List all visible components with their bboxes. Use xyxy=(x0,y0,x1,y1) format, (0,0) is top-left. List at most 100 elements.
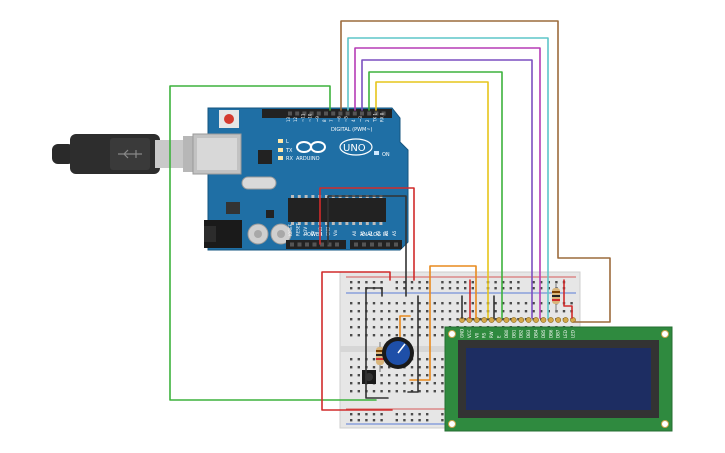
header-pin[interactable] xyxy=(370,242,374,247)
bb-hole[interactable] xyxy=(517,287,520,290)
wire-red-5v[interactable] xyxy=(319,187,415,281)
bb-hole[interactable] xyxy=(456,281,459,284)
bb-hole[interactable] xyxy=(464,302,467,305)
wire-black-rail-left[interactable] xyxy=(365,287,389,399)
bb-hole[interactable] xyxy=(410,382,414,385)
bb-hole[interactable] xyxy=(471,287,474,290)
bb-hole[interactable] xyxy=(395,374,398,377)
bb-hole[interactable] xyxy=(441,390,444,393)
bb-hole[interactable] xyxy=(448,318,452,321)
bb-hole[interactable] xyxy=(403,281,406,284)
bb-hole[interactable] xyxy=(403,413,406,416)
bb-hole[interactable] xyxy=(350,374,353,377)
bb-hole[interactable] xyxy=(357,390,360,393)
bb-hole[interactable] xyxy=(388,374,391,377)
header-pin[interactable] xyxy=(378,242,382,247)
bb-hole[interactable] xyxy=(395,318,398,321)
bb-hole[interactable] xyxy=(357,302,360,305)
header-pin[interactable] xyxy=(288,111,292,116)
header-pin[interactable] xyxy=(290,242,294,247)
bb-hole[interactable] xyxy=(410,326,414,329)
wire-green-button[interactable] xyxy=(169,85,377,401)
bb-hole[interactable] xyxy=(350,358,353,361)
bb-hole[interactable] xyxy=(456,318,459,321)
bb-hole[interactable] xyxy=(426,302,429,305)
bb-hole[interactable] xyxy=(395,281,398,284)
resistor-backlight[interactable] xyxy=(376,342,384,372)
header-pin[interactable] xyxy=(324,111,328,116)
bb-hole[interactable] xyxy=(441,326,444,329)
bb-hole[interactable] xyxy=(532,302,535,305)
bb-hole[interactable] xyxy=(524,310,528,313)
bb-hole[interactable] xyxy=(540,281,543,284)
bb-hole[interactable] xyxy=(350,302,353,305)
bb-hole[interactable] xyxy=(380,318,383,321)
bb-hole[interactable] xyxy=(380,366,383,369)
header-pin[interactable] xyxy=(297,242,302,247)
bb-hole[interactable] xyxy=(433,366,436,369)
lcd-pin[interactable] xyxy=(525,317,532,323)
bb-hole[interactable] xyxy=(357,281,360,284)
bb-hole[interactable] xyxy=(540,310,543,313)
bb-hole[interactable] xyxy=(372,302,376,305)
header-pin[interactable] xyxy=(309,111,314,116)
bb-hole[interactable] xyxy=(388,390,391,393)
header-pin[interactable] xyxy=(354,242,358,247)
bb-hole[interactable] xyxy=(403,382,406,385)
wire-yellow-rs[interactable] xyxy=(375,81,489,319)
bb-hole[interactable] xyxy=(433,334,436,337)
bb-hole[interactable] xyxy=(426,358,429,361)
bb-hole[interactable] xyxy=(350,390,353,393)
bb-hole[interactable] xyxy=(494,310,497,313)
bb-hole[interactable] xyxy=(426,374,429,377)
digital-header-holes[interactable] xyxy=(288,111,386,116)
bb-hole[interactable] xyxy=(426,281,429,284)
reset-button[interactable] xyxy=(224,114,234,124)
bb-hole[interactable] xyxy=(540,287,543,290)
bb-hole[interactable] xyxy=(380,326,383,329)
header-pin[interactable] xyxy=(320,242,324,247)
bb-hole[interactable] xyxy=(433,326,436,329)
bb-hole[interactable] xyxy=(410,374,414,377)
bb-hole[interactable] xyxy=(410,413,414,416)
bb-hole[interactable] xyxy=(372,419,376,422)
wire-red-rail-left[interactable] xyxy=(321,271,393,411)
bb-hole[interactable] xyxy=(509,302,512,305)
bb-hole[interactable] xyxy=(372,310,376,313)
bb-hole[interactable] xyxy=(426,326,429,329)
bb-hole[interactable] xyxy=(448,302,452,305)
bb-hole[interactable] xyxy=(395,382,398,385)
header-pin[interactable] xyxy=(360,111,364,116)
bb-hole[interactable] xyxy=(464,281,467,284)
bb-hole[interactable] xyxy=(388,366,391,369)
bb-hole[interactable] xyxy=(509,310,512,313)
bb-hole[interactable] xyxy=(441,318,444,321)
bb-hole[interactable] xyxy=(365,419,368,422)
bb-hole[interactable] xyxy=(380,419,383,422)
bb-hole[interactable] xyxy=(395,287,398,290)
bb-hole[interactable] xyxy=(448,281,452,284)
bb-hole[interactable] xyxy=(418,326,421,329)
lcd-pin[interactable] xyxy=(540,317,547,323)
bb-hole[interactable] xyxy=(357,366,360,369)
bb-hole[interactable] xyxy=(403,419,406,422)
bb-hole[interactable] xyxy=(357,326,360,329)
header-pin[interactable] xyxy=(335,242,339,247)
header-pin[interactable] xyxy=(381,111,386,116)
wire-black-gnd[interactable] xyxy=(327,195,407,297)
bb-hole[interactable] xyxy=(433,318,436,321)
bb-hole[interactable] xyxy=(372,334,376,337)
bb-hole[interactable] xyxy=(395,310,398,313)
resistor-contrast[interactable] xyxy=(552,284,560,312)
bb-hole[interactable] xyxy=(350,334,353,337)
header-pin[interactable] xyxy=(295,111,300,116)
bb-hole[interactable] xyxy=(410,281,414,284)
bb-hole[interactable] xyxy=(433,374,436,377)
wire-green-e[interactable] xyxy=(368,71,503,319)
bb-hole[interactable] xyxy=(502,302,505,305)
bb-hole[interactable] xyxy=(403,302,406,305)
bb-hole[interactable] xyxy=(380,413,383,416)
wire-cyan-db6[interactable] xyxy=(347,37,549,319)
bb-hole[interactable] xyxy=(441,310,444,313)
